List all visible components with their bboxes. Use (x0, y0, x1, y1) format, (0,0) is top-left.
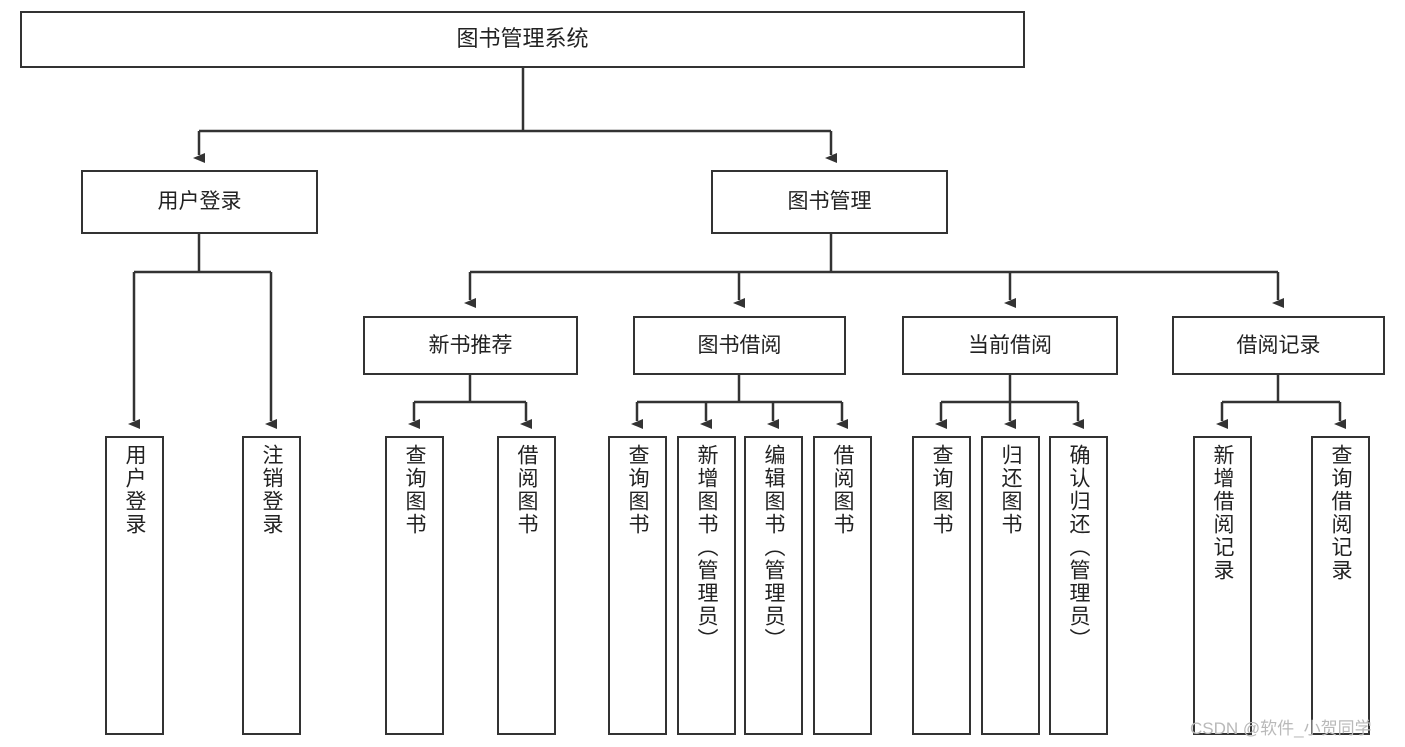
node-leaf-add-record[interactable]: 新增借阅记录 (1193, 436, 1252, 735)
node-book-borrow[interactable]: 图书借阅 (633, 316, 846, 375)
node-leaf-query-book-1[interactable]: 查询图书 (385, 436, 444, 735)
node-leaf-borrow-book-1[interactable]: 借阅图书 (497, 436, 556, 735)
node-leaf-query-book-2-label: 查询图书 (626, 444, 649, 536)
node-borrow-record[interactable]: 借阅记录 (1172, 316, 1385, 375)
node-leaf-query-book-2[interactable]: 查询图书 (608, 436, 667, 735)
node-leaf-add-record-label: 新增借阅记录 (1211, 444, 1234, 582)
node-leaf-confirm-return[interactable]: 确认归还（管理员） (1049, 436, 1108, 735)
csdn-watermark: CSDN @软件_小贺同学 (1190, 719, 1372, 738)
node-leaf-query-book-3-label: 查询图书 (930, 444, 953, 536)
node-user-login[interactable]: 用户登录 (81, 170, 318, 234)
node-current-borrow-label: 当前借阅 (968, 333, 1052, 357)
node-borrow-record-label: 借阅记录 (1236, 333, 1321, 357)
node-leaf-query-record[interactable]: 查询借阅记录 (1311, 436, 1370, 735)
node-leaf-logout-label: 注销登录 (260, 444, 283, 536)
node-leaf-query-book-3[interactable]: 查询图书 (912, 436, 971, 735)
node-leaf-borrow-book-2-label: 借阅图书 (831, 444, 854, 536)
node-leaf-logout[interactable]: 注销登录 (242, 436, 301, 735)
node-book-borrow-label: 图书借阅 (697, 333, 782, 357)
node-leaf-borrow-book-1-label: 借阅图书 (515, 444, 538, 536)
node-root[interactable]: 图书管理系统 (20, 11, 1025, 68)
node-leaf-edit-book-label: 编辑图书（管理员） (762, 444, 785, 651)
node-book-management[interactable]: 图书管理 (711, 170, 948, 234)
node-leaf-confirm-return-label: 确认归还（管理员） (1067, 444, 1090, 651)
node-leaf-return-book[interactable]: 归还图书 (981, 436, 1040, 735)
node-leaf-query-book-1-label: 查询图书 (403, 444, 426, 536)
node-leaf-borrow-book-2[interactable]: 借阅图书 (813, 436, 872, 735)
node-leaf-add-book[interactable]: 新增图书（管理员） (677, 436, 736, 735)
node-new-book-recommend-label: 新书推荐 (428, 333, 513, 357)
node-leaf-edit-book[interactable]: 编辑图书（管理员） (744, 436, 803, 735)
node-leaf-query-record-label: 查询借阅记录 (1329, 444, 1352, 582)
node-current-borrow[interactable]: 当前借阅 (902, 316, 1118, 375)
node-new-book-recommend[interactable]: 新书推荐 (363, 316, 578, 375)
node-root-label: 图书管理系统 (456, 26, 589, 52)
node-leaf-add-book-label: 新增图书（管理员） (695, 444, 718, 651)
node-leaf-user-login[interactable]: 用户登录 (105, 436, 164, 735)
node-user-login-label: 用户登录 (157, 190, 242, 214)
node-leaf-user-login-label: 用户登录 (123, 444, 146, 536)
node-leaf-return-book-label: 归还图书 (999, 444, 1022, 536)
node-book-management-label: 图书管理 (787, 190, 872, 214)
